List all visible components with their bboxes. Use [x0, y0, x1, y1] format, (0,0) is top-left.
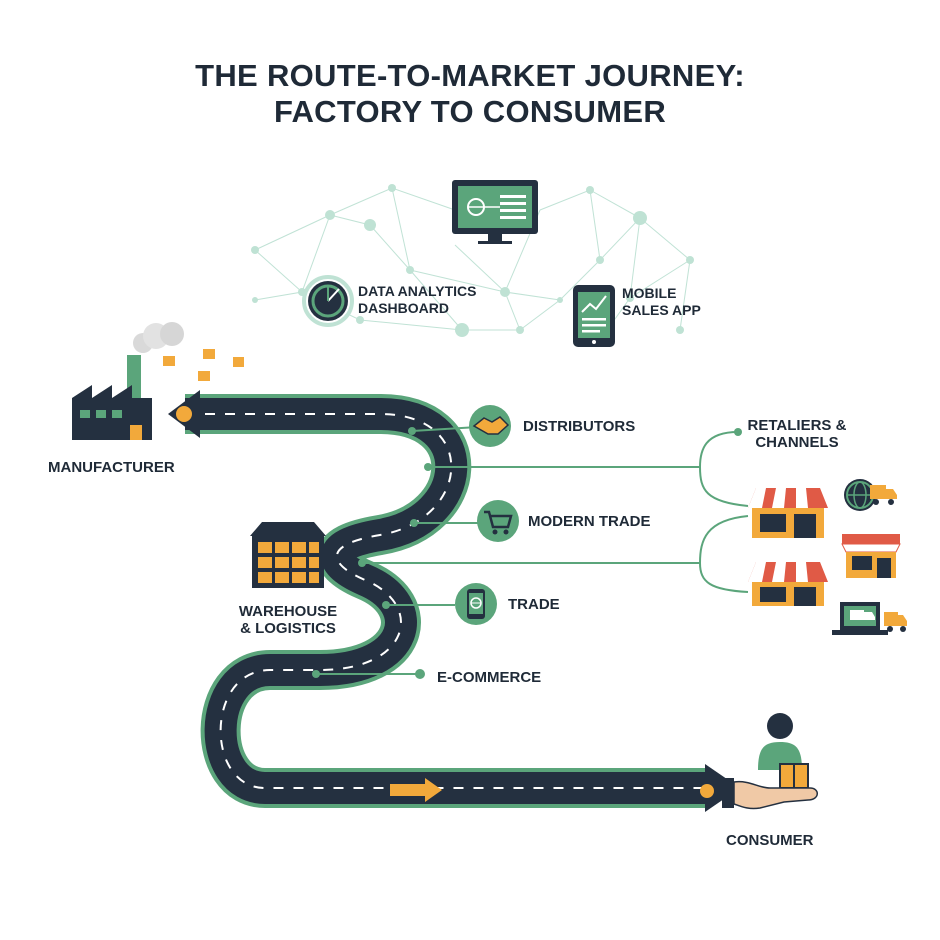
phone-globe-icon: [455, 583, 497, 625]
globe-delivery-icon: [844, 479, 897, 511]
laptop-truck-icon: [832, 602, 907, 635]
shopping-cart-icon: [477, 500, 519, 542]
trade-label: TRADE: [508, 596, 560, 613]
store-icon-1: [748, 488, 828, 538]
title-line-2: FACTORY TO CONSUMER: [273, 94, 667, 129]
title-line-1: THE ROUTE-TO-MARKET JOURNEY:: [195, 58, 745, 93]
manufacturer-label: MANUFACTURER: [48, 459, 175, 476]
monitor-icon: [452, 180, 538, 244]
factory-icon: [72, 322, 184, 440]
handshake-icon: [469, 405, 511, 447]
connector-lines: [316, 426, 749, 675]
road: [168, 390, 740, 812]
consumer-label: CONSUMER: [726, 832, 814, 849]
mobile-app-label: MOBILE SALES APP: [622, 285, 701, 318]
flying-boxes: [163, 349, 244, 381]
retailers-label: RETALIERS & CHANNELS: [747, 417, 847, 451]
small-store-icon: [841, 534, 901, 578]
consumer-icon: [722, 713, 818, 810]
dashboard-label: DATA ANALYTICS DASHBOARD: [358, 283, 477, 316]
warehouse-label: WAREHOUSE & LOGISTICS: [238, 603, 338, 637]
direction-arrow-icon: [390, 778, 442, 802]
mobile-phone-icon: [573, 285, 615, 347]
modern-trade-label: MODERN TRADE: [528, 513, 651, 530]
distributors-label: DISTRIBUTORS: [523, 418, 636, 435]
warehouse-icon: [250, 522, 326, 588]
dashboard-gauge-icon: [302, 275, 354, 327]
ecommerce-label: E-COMMERCE: [437, 669, 542, 686]
store-icon-2: [748, 562, 828, 606]
connector-dots: [312, 427, 742, 679]
page-title: THE ROUTE-TO-MARKET JOURNEY: FACTORY TO …: [0, 58, 940, 130]
network-nodes: [251, 184, 694, 343]
